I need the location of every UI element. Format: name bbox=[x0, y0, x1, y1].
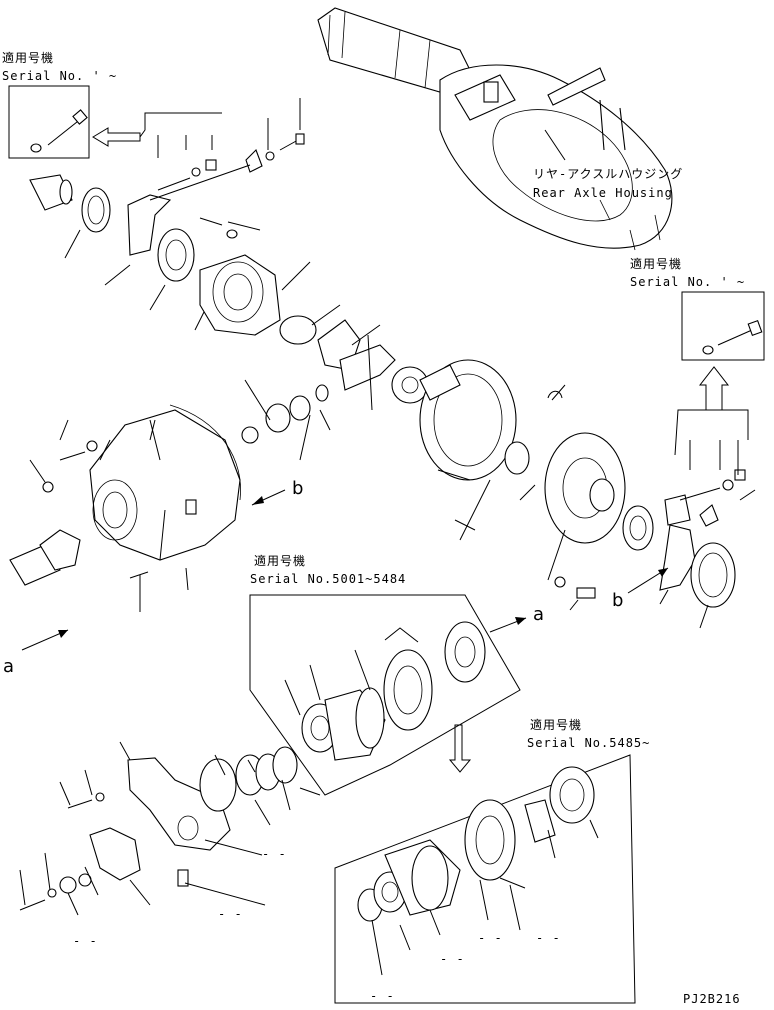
applicable-label-top-left: 適用号機 bbox=[2, 50, 54, 65]
dash-label-2: - - bbox=[218, 907, 243, 921]
pinion-housing bbox=[9, 404, 242, 586]
serial-box-bottom bbox=[334, 754, 636, 1004]
right-side-parts bbox=[554, 469, 756, 608]
side-gears bbox=[241, 315, 429, 444]
serial-box-right bbox=[681, 291, 765, 361]
applicable-label-bottom: 適用号機 bbox=[530, 717, 582, 732]
dash-label-6: - - bbox=[440, 952, 465, 966]
serial-mid: Serial No.5001~5484 bbox=[250, 572, 406, 586]
differential-case bbox=[544, 432, 654, 551]
applicable-label-right: 適用号機 bbox=[630, 256, 682, 271]
pinion-nut-group bbox=[29, 133, 305, 282]
dash-label-5: - - bbox=[536, 931, 561, 945]
serial-bottom: Serial No.5485~ bbox=[527, 736, 650, 750]
dash-label-7: - - bbox=[370, 989, 395, 1003]
serial-right: Serial No. ' ~ bbox=[630, 275, 745, 289]
ring-gear bbox=[419, 359, 530, 481]
housing-label-jp: リヤ-アクスルハウジング bbox=[533, 167, 683, 181]
arrow-down-icon bbox=[448, 724, 472, 773]
dash-label-3: - - bbox=[73, 934, 98, 948]
yoke-bracket-group bbox=[19, 746, 298, 911]
bolt-icon bbox=[702, 319, 763, 355]
drawing-code: PJ2B216 bbox=[683, 992, 741, 1006]
serial-box-top-left bbox=[8, 85, 90, 159]
dash-label-1: - - bbox=[262, 847, 287, 861]
differential-carrier bbox=[199, 254, 281, 336]
callout-b-right: b bbox=[612, 590, 623, 611]
bearing-assembly-5485 bbox=[357, 766, 595, 922]
bearing-assembly-5001 bbox=[301, 621, 486, 761]
callout-a-left: a bbox=[3, 656, 14, 677]
applicable-label-mid: 適用号機 bbox=[254, 553, 306, 568]
callout-a-mid: a bbox=[533, 604, 544, 625]
arrow-up-icon bbox=[698, 366, 730, 410]
housing-label-en: Rear Axle Housing bbox=[533, 186, 673, 200]
bolt-icon bbox=[30, 109, 88, 153]
rear-axle-housing bbox=[317, 7, 673, 251]
callout-b-left: b bbox=[292, 478, 303, 499]
serial-box-mid bbox=[249, 594, 521, 796]
arrow-left-icon bbox=[92, 127, 141, 147]
dash-label-4: - - bbox=[478, 931, 503, 945]
serial-top-left: Serial No. ' ~ bbox=[2, 69, 117, 83]
